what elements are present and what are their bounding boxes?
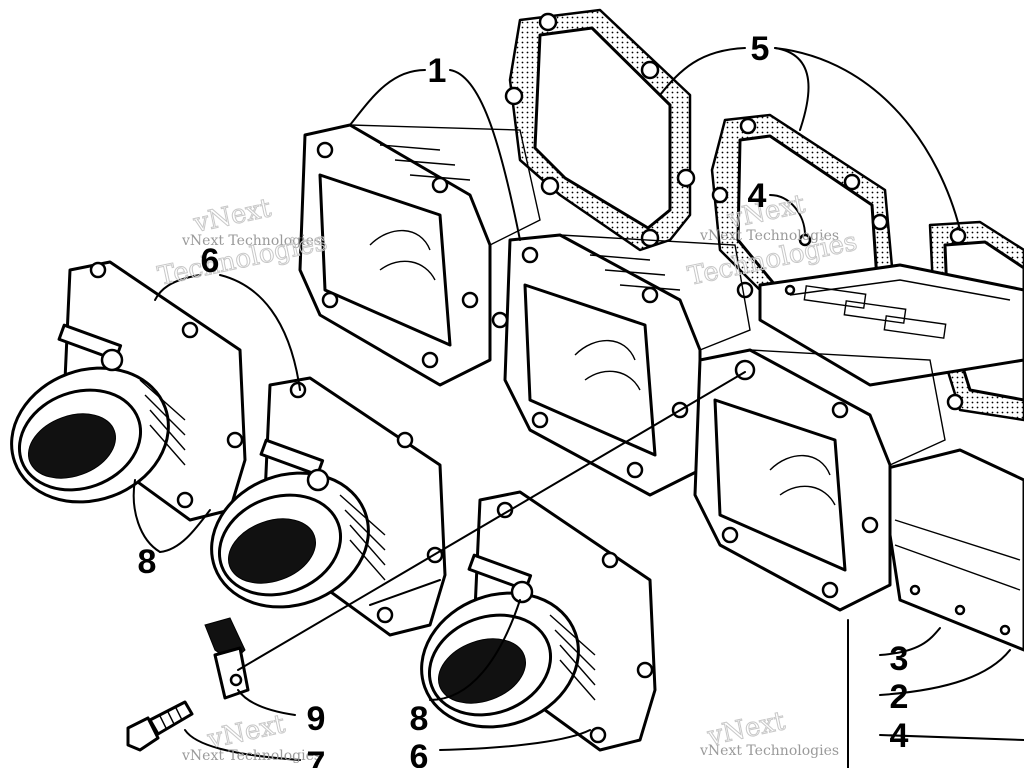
callout-6-top: 6 — [201, 242, 220, 280]
callout-9: 9 — [307, 700, 326, 738]
watermark-text-9: vNext Technologies — [699, 743, 839, 759]
watermark-text-4: vNext Technologies — [699, 228, 839, 244]
bolt — [126, 700, 194, 752]
callout-5: 5 — [751, 30, 770, 68]
callout-4-top: 4 — [748, 177, 767, 215]
reed-block-3 — [693, 348, 946, 612]
stopper-plate — [878, 448, 1024, 652]
intake-flange-2 — [210, 376, 447, 637]
callout-8-bottom: 8 — [410, 700, 429, 738]
hose-clip — [204, 617, 250, 700]
leader-lines — [132, 47, 1024, 768]
callout-7: 7 — [307, 745, 326, 768]
watermark-text-7: vNext Technologies — [181, 748, 321, 764]
watermark-text-1: vNext Technologies — [181, 233, 321, 249]
reed-block-2 — [491, 233, 751, 497]
reed-plate — [758, 233, 1024, 387]
callout-3: 3 — [890, 640, 909, 678]
callout-6-bottom: 6 — [410, 738, 429, 768]
gasket-1 — [504, 8, 696, 252]
callout-1: 1 — [428, 52, 447, 90]
callout-8-left: 8 — [138, 543, 157, 581]
intake-flange-3 — [420, 490, 657, 752]
callout-4-bottom: 4 — [890, 717, 909, 755]
callout-labels: 1 5 4 6 8 9 8 6 7 3 2 4 — [138, 30, 909, 768]
intake-flange-1 — [10, 260, 247, 522]
reed-block-1 — [298, 123, 541, 387]
callout-2: 2 — [890, 678, 909, 716]
